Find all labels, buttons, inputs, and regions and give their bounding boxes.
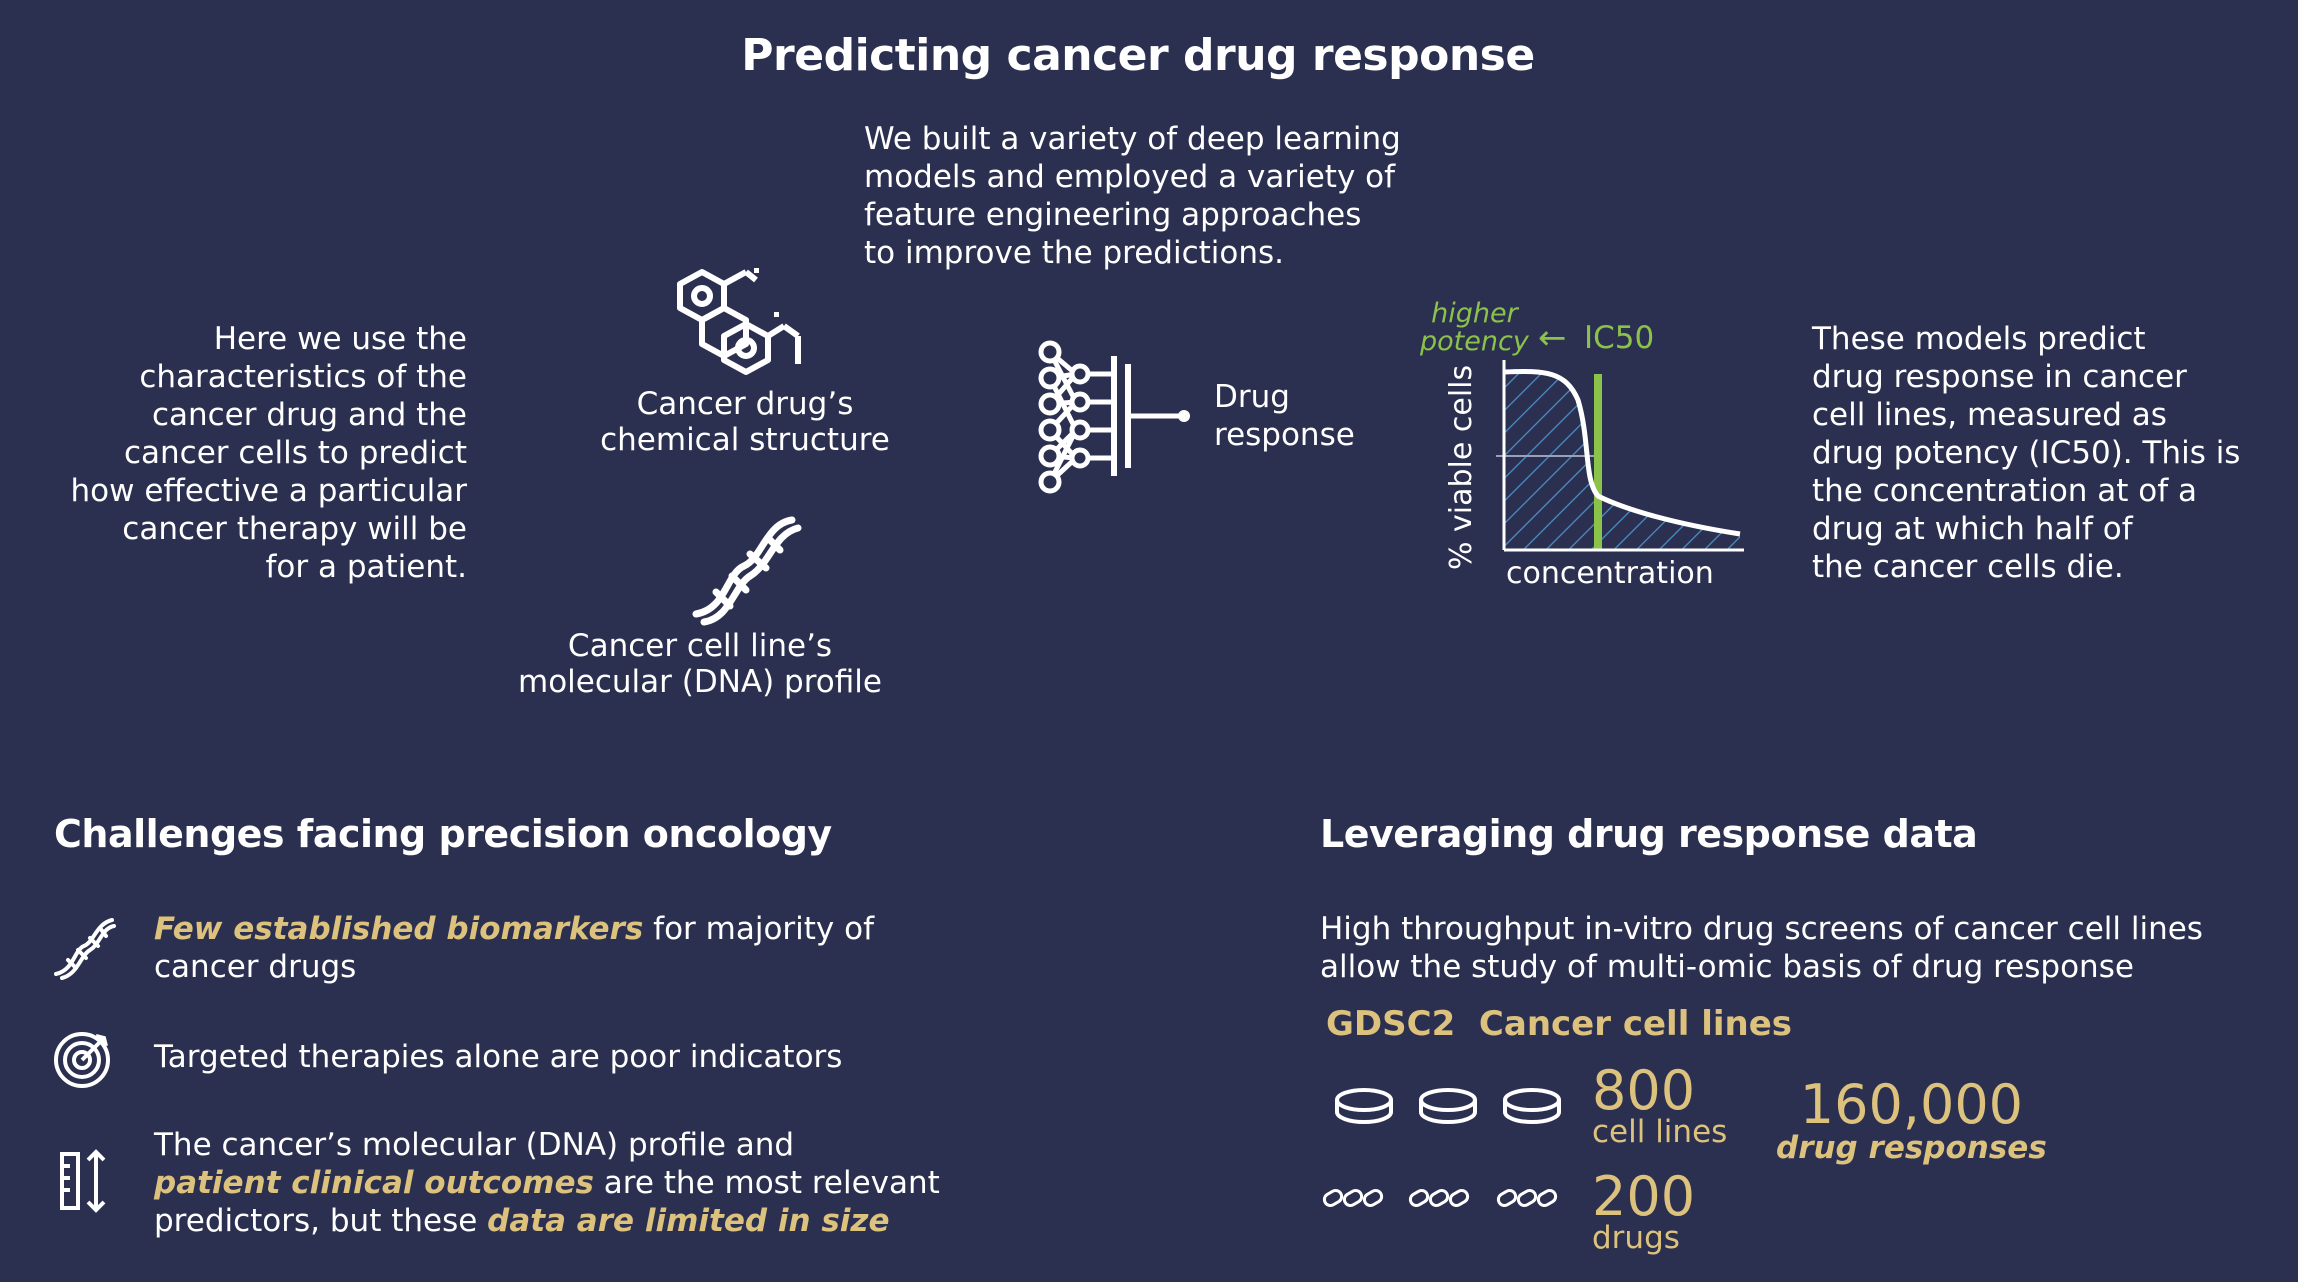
response-curve-line bbox=[1503, 368, 1741, 537]
higher-potency-label: higher potency bbox=[1420, 298, 1529, 357]
chemical-structure-icon bbox=[677, 268, 801, 375]
challenge-item-3: The cancer’s molecular (DNA) profile and… bbox=[154, 1127, 940, 1239]
left-text: Here we use the characteristics of the c… bbox=[70, 321, 468, 585]
measure-icon bbox=[60, 1149, 106, 1213]
intro-text: We built a variety of deep learning mode… bbox=[864, 121, 1401, 271]
left-arrow-icon: ← bbox=[1538, 318, 1567, 358]
challenge-item-2: Targeted therapies alone are poor indica… bbox=[154, 1039, 843, 1075]
drug-response-label: Drug response bbox=[1214, 379, 1355, 453]
ic50-marker bbox=[1594, 374, 1602, 550]
x-axis-label: concentration bbox=[1506, 556, 1714, 591]
drugs-stat: 200 drugs bbox=[1592, 1165, 1696, 1257]
ic50-label: IC50 bbox=[1584, 320, 1655, 356]
neural-network-icon bbox=[1038, 340, 1190, 494]
cell-lines-stat: 800 cell lines bbox=[1592, 1059, 1728, 1151]
dose-response-curve bbox=[1496, 360, 1744, 552]
dna-small-icon bbox=[54, 918, 116, 980]
drug-responses-stat: 160,000 drug responses bbox=[1776, 1073, 2047, 1167]
cell-dishes-icon bbox=[1335, 1088, 1561, 1124]
target-icon bbox=[54, 1032, 110, 1088]
dna-icon bbox=[692, 516, 802, 626]
leverage-heading: Leveraging drug response data bbox=[1320, 812, 1978, 856]
challenges-heading: Challenges facing precision oncology bbox=[54, 812, 832, 856]
gdsc2-dataset: GDSC2 Cancer cell lines bbox=[1326, 1004, 1793, 1044]
output-node bbox=[1178, 410, 1190, 422]
leverage-description: High throughput in-vitro drug screens of… bbox=[1320, 911, 2203, 985]
page-title: Predicting cancer drug response bbox=[741, 30, 1535, 81]
dna-profile-label: Cancer cell line’s molecular (DNA) profi… bbox=[518, 628, 882, 700]
drug-structure-label: Cancer drug’s chemical structure bbox=[600, 386, 890, 458]
drug-pills-icon bbox=[1322, 1189, 1558, 1207]
right-text: These models predict drug response in ca… bbox=[1812, 321, 2241, 585]
challenge-item-1: Few established biomarkers for majority … bbox=[154, 911, 875, 985]
y-axis-label: % viable cells bbox=[1444, 364, 1479, 570]
